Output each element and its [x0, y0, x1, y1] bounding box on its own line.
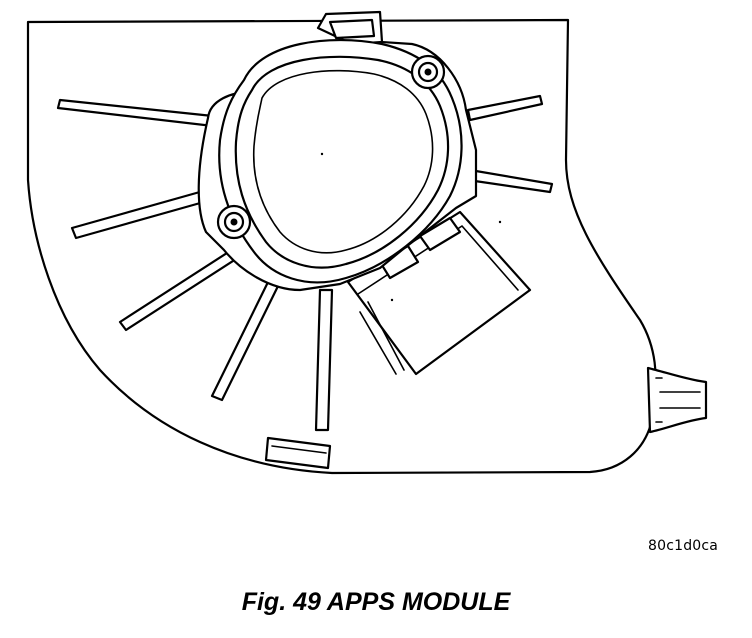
- sensor-body: [218, 39, 463, 284]
- connector-boss: [646, 366, 708, 434]
- figure-reference-code: 80c1d0ca: [648, 538, 719, 554]
- mounting-bolt-upper: [410, 54, 446, 90]
- housing-outline: [26, 18, 657, 475]
- figure-caption: Fig. 49 APPS MODULE: [241, 588, 511, 616]
- mounting-bolt-lower: [216, 204, 252, 240]
- housing-slot: [264, 436, 332, 470]
- electrical-connector: [346, 210, 532, 376]
